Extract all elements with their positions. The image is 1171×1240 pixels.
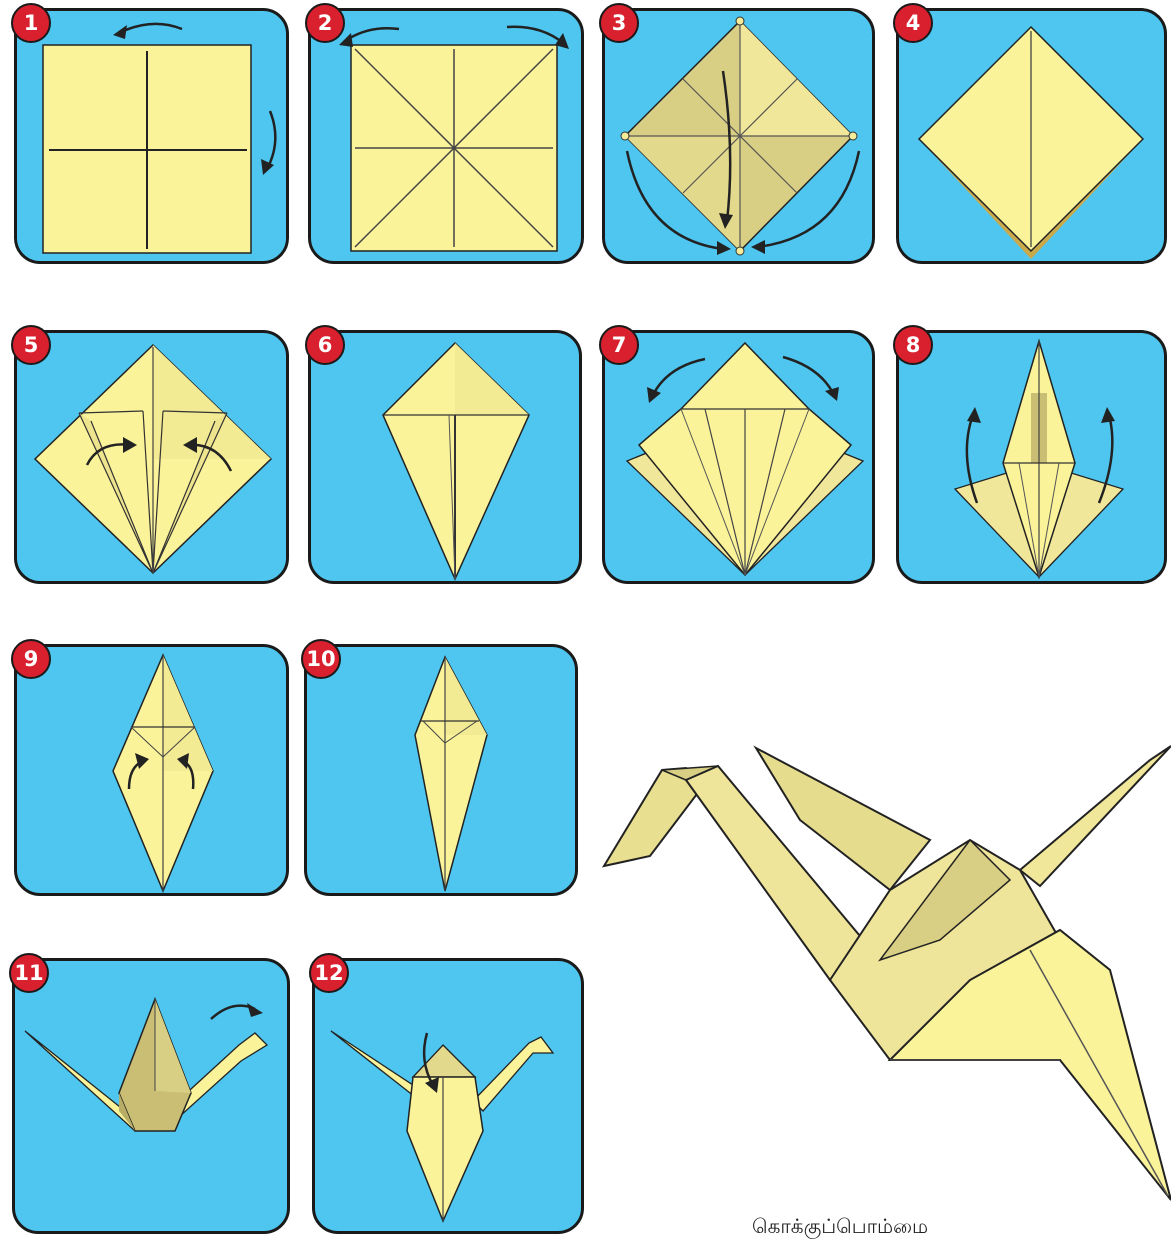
- step-number-badge: 1: [11, 3, 51, 43]
- step-2-illustration: [311, 11, 587, 267]
- step-number-badge: 10: [301, 639, 341, 679]
- fold-arrow-icon: [119, 24, 182, 33]
- step-3-illustration: [605, 11, 878, 267]
- step-panel-8: 8: [896, 330, 1167, 584]
- step-panel-2: 2: [308, 8, 584, 264]
- step-7-illustration: [605, 333, 878, 587]
- step-8-illustration: [899, 333, 1170, 587]
- step-10-illustration: [307, 647, 581, 899]
- step-12-illustration: [315, 961, 587, 1237]
- step-panel-9: 9: [14, 644, 289, 896]
- step-number-badge: 6: [305, 325, 345, 365]
- step-number-badge: 3: [599, 3, 639, 43]
- step-number-badge: 2: [305, 3, 345, 43]
- step-6-illustration: [311, 333, 585, 587]
- step-panel-4: 4: [896, 8, 1167, 264]
- step-1-illustration: [17, 11, 292, 267]
- step-number-badge: 9: [11, 639, 51, 679]
- step-number-badge: 11: [9, 953, 49, 993]
- caption-text: கொக்குப்பொம்மை: [752, 1212, 1152, 1240]
- step-number-badge: 4: [893, 3, 933, 43]
- step-number-badge: 8: [893, 325, 933, 365]
- step-number-badge: 12: [309, 953, 349, 993]
- step-panel-1: 1: [14, 8, 289, 264]
- step-5-illustration: [17, 333, 292, 587]
- finished-paper-crane: [590, 730, 1171, 1210]
- step-panel-6: 6: [308, 330, 582, 584]
- step-panel-5: 5: [14, 330, 289, 584]
- step-4-illustration: [899, 11, 1170, 267]
- step-number-badge: 7: [599, 325, 639, 365]
- step-panel-12: 12: [312, 958, 584, 1234]
- step-number-badge: 5: [11, 325, 51, 365]
- step-panel-7: 7: [602, 330, 875, 584]
- step-9-illustration: [17, 647, 292, 899]
- step-11-illustration: [15, 961, 293, 1237]
- step-panel-10: 10: [304, 644, 578, 896]
- step-panel-3: 3: [602, 8, 875, 264]
- step-panel-11: 11: [12, 958, 290, 1234]
